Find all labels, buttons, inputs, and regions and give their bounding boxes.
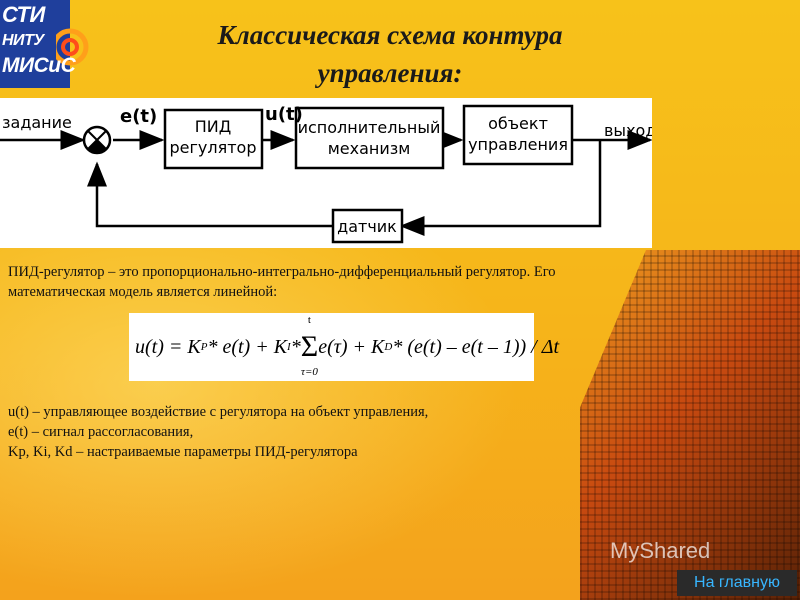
actuator-block-line-1: исполнительный xyxy=(298,118,441,137)
intro-paragraph: ПИД-регулятор – это пропорционально-инте… xyxy=(8,264,556,300)
feedback-line-right xyxy=(399,140,602,236)
page-title: Классическая схема контура управления: xyxy=(150,16,630,92)
control-loop-diagram: задание e(t) u(t) выход ПИД регулятор ис… xyxy=(0,98,652,248)
formula-term-4: * (e(t) – e(t – 1)) / Δt xyxy=(392,335,560,358)
control-label: u(t) xyxy=(265,104,303,125)
plant-block-line-2: управления xyxy=(468,135,568,154)
plant-block xyxy=(462,104,574,166)
logo-line-1: СТИ xyxy=(2,2,45,27)
pid-block-line-1: ПИД xyxy=(195,117,232,136)
sigma-icon: Σ xyxy=(300,330,319,363)
summing-junction xyxy=(82,125,112,155)
background-glow xyxy=(0,240,520,600)
pid-block-line-2: регулятор xyxy=(170,138,257,157)
formula-lhs: u(t) = K xyxy=(135,335,201,358)
definitions-list: u(t) – управляющее воздействие с регулят… xyxy=(8,402,568,462)
output-label: выход xyxy=(604,121,652,140)
formula-term-2: * xyxy=(290,335,301,358)
diagram-canvas: задание e(t) u(t) выход ПИД регулятор ис… xyxy=(0,104,652,244)
watermark: MyShared xyxy=(610,538,711,563)
formula-term-3: e(τ) + K xyxy=(318,335,385,358)
sum-upper-limit: t xyxy=(307,314,311,326)
pid-block xyxy=(163,108,264,170)
logo: СТИ НИТУ МИСиС xyxy=(0,0,92,88)
logo-line-3: МИСиС xyxy=(2,54,76,77)
sum-lower-limit: τ=0 xyxy=(301,366,318,378)
formula-ki-sub: I xyxy=(287,341,291,353)
formula-sum: t Σ τ=0 xyxy=(300,314,319,378)
sensor-block xyxy=(331,208,404,244)
title-line-1: Классическая схема контура xyxy=(217,20,563,50)
formula-kd-sub: D xyxy=(384,341,393,353)
input-label: задание xyxy=(2,113,72,132)
formula-term-1: * e(t) + K xyxy=(207,335,288,358)
logo-line-2: НИТУ xyxy=(2,32,44,49)
feedback-line-left xyxy=(87,161,332,228)
error-label: e(t) xyxy=(120,106,157,127)
formula-kp-sub: P xyxy=(200,341,208,353)
plant-block-line-1: объект xyxy=(488,114,548,133)
actuator-block xyxy=(294,106,445,170)
title-line-2: управления: xyxy=(317,58,463,88)
actuator-block-line-2: механизм xyxy=(328,139,411,158)
definition-item: Kp, Ki, Kd – настраиваемые параметры ПИД… xyxy=(8,444,358,460)
definition-item: e(t) – сигнал рассогласования, xyxy=(8,424,194,440)
definition-item: u(t) – управляющее воздействие с регулят… xyxy=(8,404,429,420)
sensor-block-label: датчик xyxy=(337,217,397,236)
logo-background xyxy=(0,0,70,88)
home-link[interactable]: На главную xyxy=(677,570,797,596)
logo-swirl-icon xyxy=(56,28,89,66)
